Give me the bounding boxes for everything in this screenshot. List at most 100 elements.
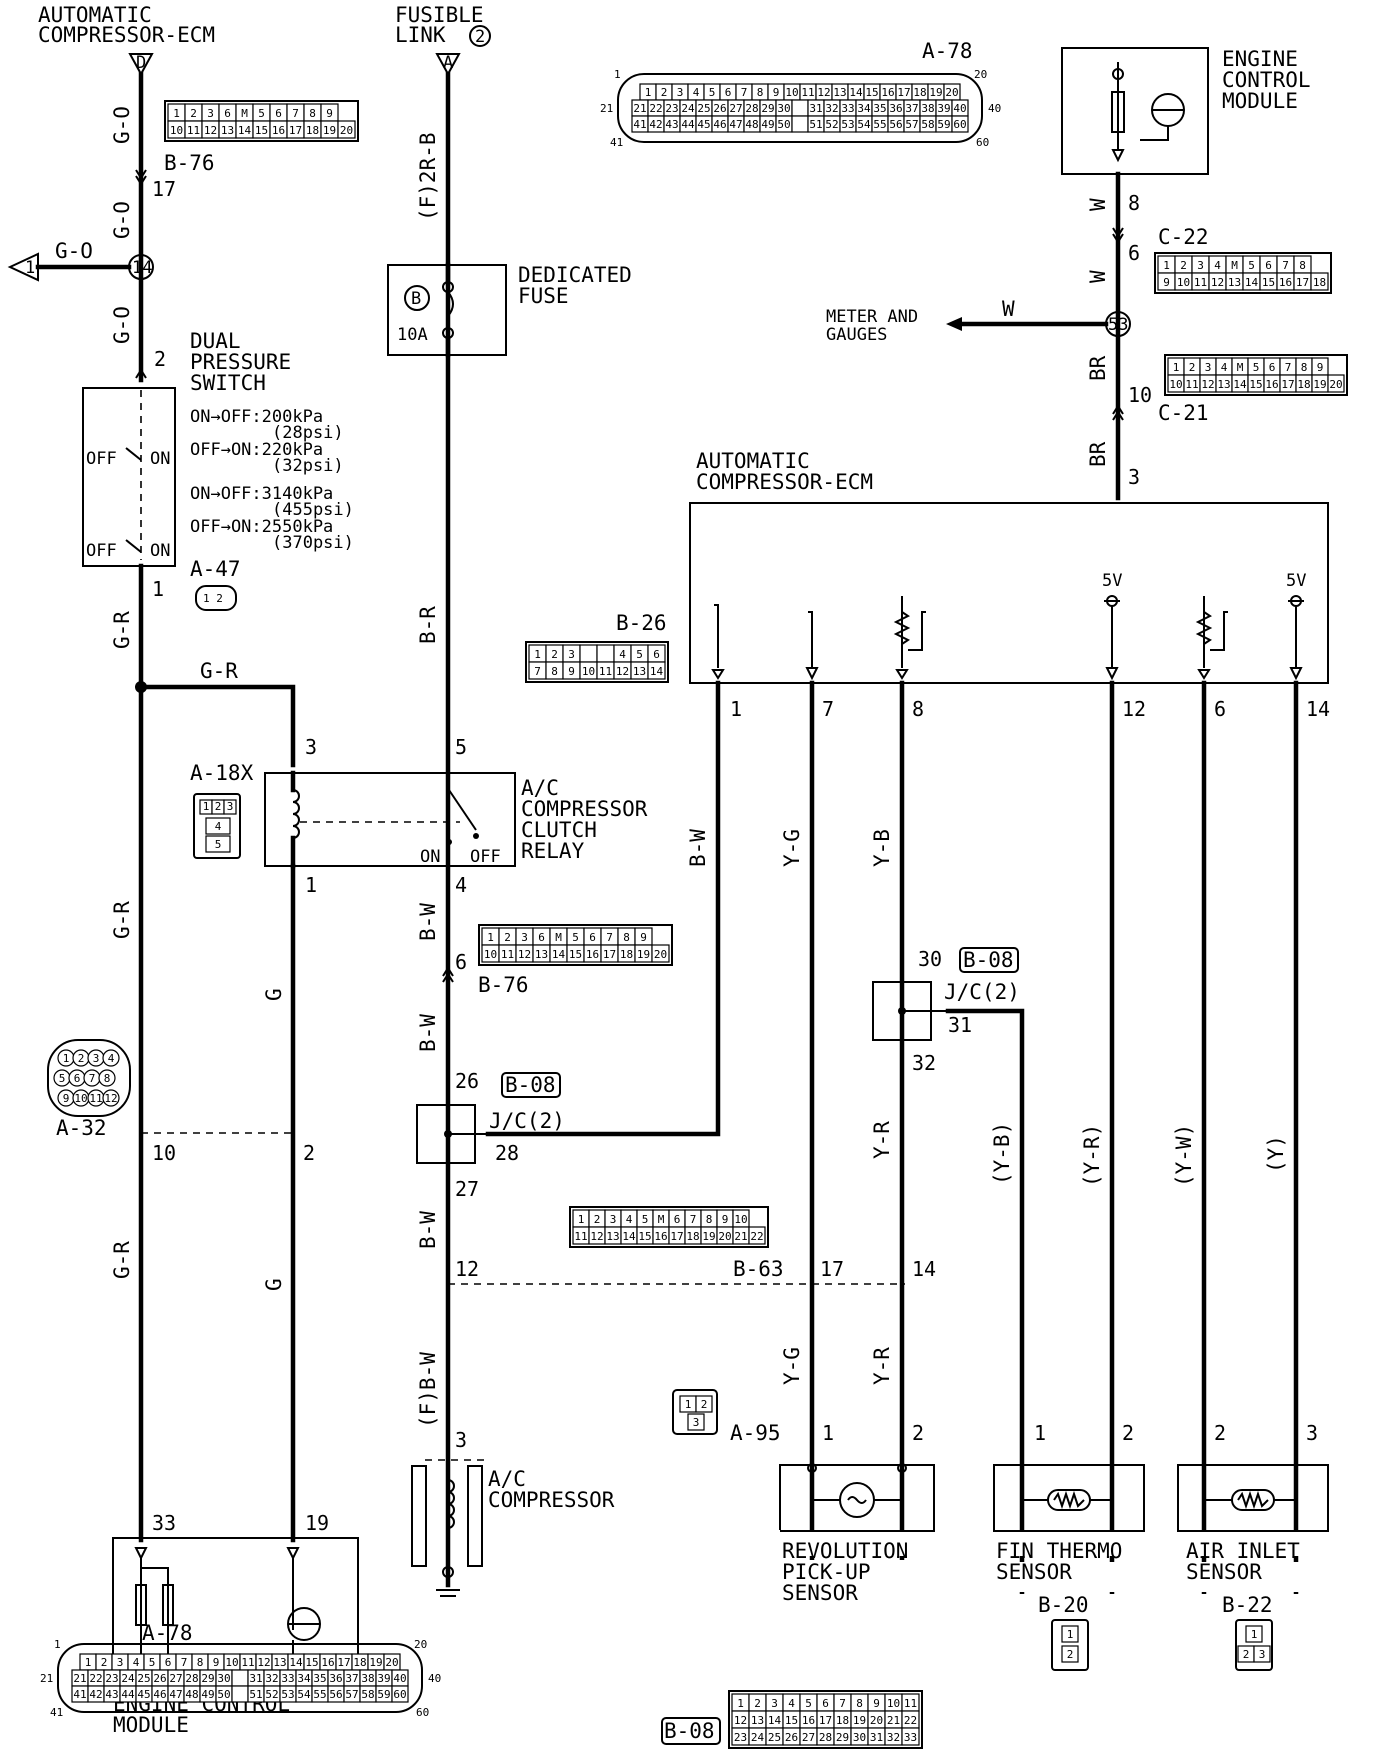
meter-label-1: METER AND (826, 307, 918, 327)
a32-pin: 3 (93, 1052, 100, 1065)
connector-pin-label: 13 (273, 1656, 286, 1669)
connector-pin-label: 5 (709, 86, 716, 99)
connector-cell (231, 1685, 249, 1703)
fusible-link-num: 2 (475, 27, 485, 47)
connector-pin-label: 23 (665, 102, 678, 115)
connector-pin-label: 24 (681, 102, 695, 115)
thermistor-icon (1231, 1489, 1275, 1511)
dps-off-1: OFF (86, 449, 117, 469)
meter-label-2: GAUGES (826, 325, 887, 345)
pin-10-a32: 10 (152, 1141, 176, 1165)
wire-g-r-to-relay (138, 684, 296, 768)
rev-sensor-box (779, 1464, 935, 1532)
connector-pin-label: 16 (802, 1714, 815, 1727)
connector-pin-label: 9 (773, 86, 780, 99)
connector-b22-label-b: B-22 (1222, 1593, 1273, 1617)
a78-corner-label: 40 (428, 1672, 441, 1685)
air-sensor-title-2b: SENSOR (1186, 1560, 1262, 1584)
connector-pin-label: 60 (953, 118, 966, 131)
connector-pin-label: 14 (650, 665, 664, 678)
connector-pin-label: 16 (1279, 276, 1292, 289)
b08-badge-right: B-08 (959, 947, 1019, 973)
connector-pin-label: 29 (761, 102, 774, 115)
connector-cell (951, 115, 969, 133)
junction-53-label: 53 (1108, 315, 1128, 335)
connector-pin-label: 46 (713, 118, 726, 131)
connector-pin-label: 5 (642, 1213, 649, 1226)
connector-pin-label: 5 (636, 648, 643, 661)
engine-control-module-right: ENGINE CONTROL MODULE (1061, 47, 1311, 175)
connector-cell (651, 944, 670, 963)
connector-chevron (135, 169, 147, 180)
connector-pin-label: 42 (89, 1688, 102, 1701)
ac-signal-icon (847, 1496, 867, 1504)
connector-pin-label: 49 (201, 1688, 214, 1701)
connector-pin-label: 24 (751, 1731, 765, 1744)
connector-pin-label: 39 (377, 1672, 390, 1685)
connector-pin-label: 22 (750, 1230, 763, 1243)
connector-pin-label: 16 (272, 124, 285, 137)
connector-pin-label: 38 (361, 1672, 374, 1685)
connector-pin-label: 14 (289, 1656, 303, 1669)
connector-a95-label: A-95 (730, 1421, 781, 1445)
pin-1-fin: 1 (1034, 1421, 1046, 1445)
pin-5-relay: 5 (455, 735, 467, 759)
connector-pin-label: 53 (841, 118, 854, 131)
connector-pin-label: 19 (323, 124, 336, 137)
connector-pin-label: 58 (361, 1688, 374, 1701)
dps-spec-3a: ON→OFF:3140kPa (190, 484, 333, 504)
a78-corner-label: 1 (54, 1638, 61, 1651)
pin-1-dps: 1 (152, 577, 164, 601)
connector-pin-label: 30 (777, 102, 790, 115)
connector-outline (569, 1206, 769, 1248)
connector-pin-label: 9 (1163, 276, 1170, 289)
pin-2-dps: 2 (154, 347, 166, 371)
connector-cell (391, 1685, 409, 1703)
connector-pin-label: 13 (751, 1714, 764, 1727)
off-page-arrow (7, 252, 39, 282)
wire-label-gr-1: G-R (110, 611, 134, 649)
a32-pin: 9 (63, 1092, 70, 1105)
connector-pin-label: 6 (653, 648, 660, 661)
a32-pin: 1 (63, 1052, 70, 1065)
jc2-left-label: J/C(2) (489, 1109, 565, 1133)
connector-pin-label: 6 (1269, 361, 1276, 374)
connector-pin-label: 14 (1245, 276, 1259, 289)
dps-spec-4a: OFF→ON:2550kPa (190, 517, 333, 537)
connector-pin-label: 5 (1248, 259, 1255, 272)
connector-pin-label: 52 (265, 1688, 278, 1701)
connector-pin-label: 2 (1180, 259, 1187, 272)
connector-pin-label: 2 (701, 1398, 708, 1411)
connector-pin-label: 6 (1265, 259, 1272, 272)
b08-badge-left: B-08 (501, 1072, 561, 1098)
connector-pin-label: 1 (685, 1398, 692, 1411)
connector-pin-label: 43 (665, 118, 678, 131)
relay-contact (448, 789, 477, 831)
wire-label-w-1: W (1086, 198, 1110, 211)
connector-pin-label: 51 (809, 118, 822, 131)
terminal-a-arrow (435, 53, 461, 77)
a32-pin: 11 (89, 1092, 102, 1105)
connector-pin-label: 14 (238, 124, 252, 137)
connector-b63-label: B-63 (733, 1257, 784, 1281)
connector-pin-label: 10 (1169, 378, 1182, 391)
connector-pin-label: 30 (217, 1672, 230, 1685)
pin-8-ecm: 8 (1128, 191, 1140, 215)
jc2-right-label: J/C(2) (944, 980, 1020, 1004)
connector-pin-label: 56 (329, 1688, 342, 1701)
connector-pin-label: 19 (702, 1230, 715, 1243)
pin-12-acecm: 12 (1122, 697, 1146, 721)
connector-pin-label: 11 (801, 86, 814, 99)
connector-pin-label: 54 (857, 118, 871, 131)
connector-pin-label: 1 (578, 1213, 585, 1226)
connector-pin-label: 6 (725, 86, 732, 99)
pin-28: 28 (495, 1141, 519, 1165)
connector-pin-label: 10 (785, 86, 798, 99)
connector-cell (596, 644, 615, 663)
connector-pin-label: 47 (729, 118, 742, 131)
dps-spec-3b: (455psi) (272, 500, 354, 520)
fin-sensor-box (993, 1464, 1145, 1532)
